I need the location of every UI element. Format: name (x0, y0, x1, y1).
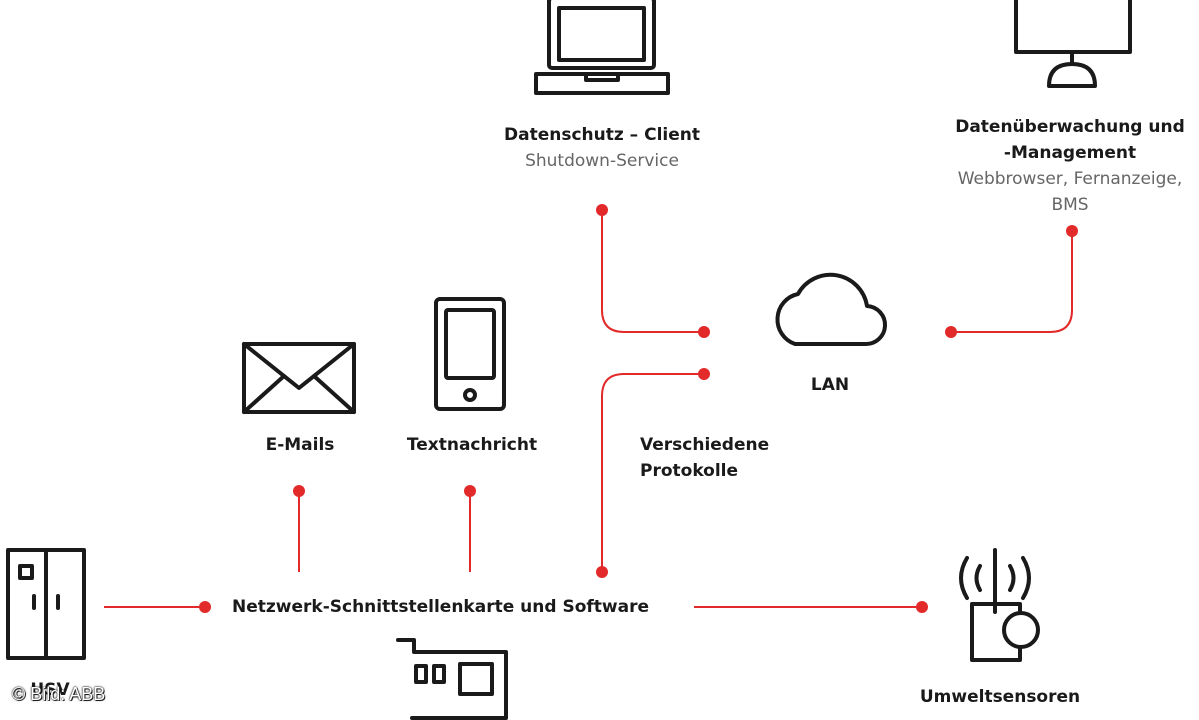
node-datenueberwachung: Datenüberwachung und -Management Webbrow… (930, 114, 1199, 218)
protokolle-title-line1: Verschiedene (640, 435, 770, 455)
connector-dot (464, 485, 476, 497)
node-usv: USV (20, 677, 80, 703)
protokolle-title-line2: Protokolle (640, 461, 739, 481)
smartphone-icon (434, 297, 506, 411)
lan-title: LAN (810, 375, 850, 395)
node-datenschutz-client: Datenschutz – Client Shutdown-Service (472, 122, 732, 174)
datenueberwachung-subtitle-line1: Webbrowser, Fernanzeige, (957, 169, 1183, 189)
connector-dot (698, 326, 710, 338)
connector-dot (1066, 225, 1078, 237)
connector-lan-datenueberwachung (951, 231, 1073, 333)
datenueberwachung-subtitle-line2: BMS (1051, 195, 1089, 215)
network-card-icon (396, 638, 508, 720)
connector-dot (293, 485, 305, 497)
connector-protokolle-lan (601, 373, 704, 572)
connector-dot (916, 601, 928, 613)
nic-title: Netzwerk-Schnittstellenkarte und Softwar… (232, 597, 649, 617)
connector-dot (945, 326, 957, 338)
node-emails: E-Mails (240, 432, 360, 458)
textnachricht-title: Textnachricht (406, 435, 538, 455)
datenschutz-title: Datenschutz – Client (504, 125, 700, 145)
usv-title: USV (30, 680, 70, 700)
datenschutz-subtitle: Shutdown-Service (525, 151, 679, 171)
monitor-icon (1014, 0, 1132, 88)
image-credit: © Bild: ABB (12, 684, 106, 704)
ups-cabinet-icon (6, 548, 86, 660)
envelope-icon (242, 342, 356, 414)
laptop-icon (534, 0, 670, 95)
datenueberwachung-title-line1: Datenüberwachung und (955, 117, 1185, 137)
connector-dot (596, 204, 608, 216)
connector-dot (698, 368, 710, 380)
emails-title: E-Mails (265, 435, 335, 455)
datenueberwachung-title-line2: -Management (1003, 143, 1137, 163)
connector-dot (199, 601, 211, 613)
sensor-icon (959, 548, 1040, 662)
connector-dot (596, 566, 608, 578)
umweltsensoren-title: Umweltsensoren (919, 687, 1081, 707)
node-textnachricht: Textnachricht (392, 432, 552, 458)
node-netzwerk-karte: Netzwerk-Schnittstellenkarte und Softwar… (232, 594, 672, 620)
cloud-icon (775, 272, 888, 347)
connector-datenschutz-lan (601, 210, 704, 333)
node-umweltsensoren: Umweltsensoren (905, 684, 1095, 710)
node-protokolle: Verschiedene Protokolle (640, 432, 769, 484)
node-lan: LAN (790, 372, 870, 398)
